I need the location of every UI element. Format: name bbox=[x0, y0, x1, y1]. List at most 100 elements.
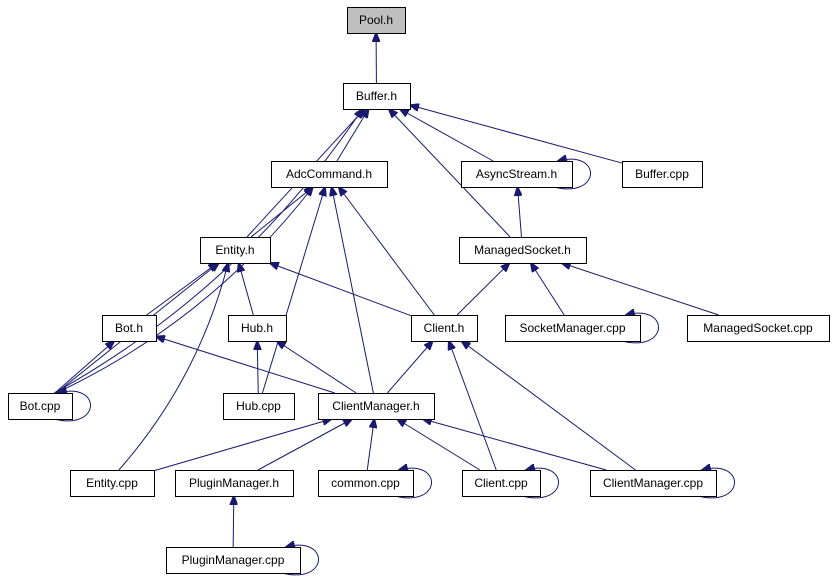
edge-managedsocket_cpp-to-managedsocket_h bbox=[562, 263, 719, 316]
node-box bbox=[461, 161, 573, 188]
node-hub-h[interactable]: Hub.h bbox=[228, 315, 287, 342]
edge-hub_cpp-to-adccommand_h bbox=[261, 187, 325, 394]
edge-clientmanager_h-to-client_h bbox=[386, 341, 432, 394]
node-box bbox=[462, 470, 541, 497]
node-label: ClientManager.h bbox=[332, 399, 419, 413]
node-box bbox=[8, 393, 73, 420]
node-label: PluginManager.cpp bbox=[182, 553, 285, 567]
node-box bbox=[411, 315, 478, 342]
node-box bbox=[70, 470, 155, 497]
node-label: AsyncStream.h bbox=[476, 167, 557, 181]
node-label: ClientManager.cpp bbox=[603, 476, 703, 490]
node-entity-h[interactable]: Entity.h bbox=[200, 237, 271, 264]
node-box bbox=[175, 470, 294, 497]
edge-clientmanager_cpp-to-clientmanager_h bbox=[423, 419, 607, 471]
edge-common_cpp-to-clientmanager_h bbox=[366, 419, 374, 471]
node-box bbox=[687, 315, 830, 342]
edge-client_cpp-to-client_cpp bbox=[521, 468, 559, 499]
edge-pluginmanager_cpp-to-pluginmanager_h bbox=[233, 496, 234, 548]
edge-client_h-to-entity_h bbox=[270, 263, 412, 317]
node-hub-cpp[interactable]: Hub.cpp bbox=[223, 393, 295, 420]
edge-bot_cpp-to-bot_cpp bbox=[53, 391, 91, 422]
node-box bbox=[228, 315, 287, 342]
node-label: Client.cpp bbox=[474, 476, 528, 490]
edge-socketmanager_cpp-to-managedsocket_h bbox=[531, 263, 565, 316]
edge-entity_cpp-to-clientmanager_h bbox=[153, 419, 331, 472]
node-box bbox=[200, 237, 271, 264]
node-bot-cpp[interactable]: Bot.cpp bbox=[8, 393, 73, 420]
edge-client_h-to-adccommand_h bbox=[339, 187, 435, 316]
node-label: Buffer.cpp bbox=[635, 167, 689, 181]
edge-pluginmanager_h-to-clientmanager_h bbox=[257, 419, 352, 471]
edge-clientmanager_cpp-to-client_h bbox=[462, 341, 636, 471]
node-label: PluginManager.h bbox=[189, 476, 279, 490]
edge-clientmanager_h-to-adccommand_h bbox=[332, 187, 374, 394]
node-label: AdcCommand.h bbox=[286, 167, 372, 181]
edge-client_cpp-to-clientmanager_h bbox=[397, 419, 481, 471]
node-box bbox=[459, 237, 587, 264]
node-label: Entity.cpp bbox=[86, 476, 138, 490]
node-label: Hub.h bbox=[241, 321, 273, 335]
node-bot-h[interactable]: Bot.h bbox=[102, 315, 157, 342]
node-buffer-cpp[interactable]: Buffer.cpp bbox=[622, 161, 703, 188]
node-box bbox=[343, 83, 411, 110]
node-box bbox=[318, 393, 435, 420]
node-adccommand-h[interactable]: AdcCommand.h bbox=[271, 161, 388, 188]
node-label: ManagedSocket.h bbox=[474, 243, 571, 257]
node-box bbox=[271, 161, 388, 188]
node-pluginmanager-h[interactable]: PluginManager.h bbox=[175, 470, 294, 497]
edge-clientmanager_h-to-bot_h bbox=[156, 337, 335, 394]
node-label: Hub.cpp bbox=[236, 399, 281, 413]
node-label: common.cpp bbox=[331, 476, 400, 490]
node-client-h[interactable]: Client.h bbox=[411, 315, 478, 342]
node-box bbox=[590, 470, 717, 497]
edge-adccommand_h-to-buffer_h bbox=[336, 109, 369, 162]
edge-pluginmanager_cpp-to-pluginmanager_cpp bbox=[281, 545, 319, 576]
edge-clientmanager_cpp-to-clientmanager_cpp bbox=[697, 468, 735, 499]
node-managedsocket-h[interactable]: ManagedSocket.h bbox=[459, 237, 587, 264]
node-box bbox=[505, 315, 641, 342]
node-box bbox=[347, 7, 406, 34]
node-managedsocket-cpp[interactable]: ManagedSocket.cpp bbox=[687, 315, 830, 342]
edge-hub_h-to-entity_h bbox=[239, 263, 254, 316]
node-label: Bot.cpp bbox=[20, 399, 61, 413]
node-label: Pool.h bbox=[359, 13, 393, 27]
edge-entity_cpp-to-entity_h bbox=[118, 263, 228, 471]
edge-clientmanager_h-to-hub_h bbox=[277, 341, 357, 394]
node-clientmanager-h[interactable]: ClientManager.h bbox=[318, 393, 435, 420]
node-clientmanager-cpp[interactable]: ClientManager.cpp bbox=[590, 470, 717, 497]
edge-bot_cpp-to-adccommand_h bbox=[55, 187, 313, 394]
edge-asyncstream_h-to-buffer_h bbox=[400, 109, 494, 162]
node-label: ManagedSocket.cpp bbox=[703, 321, 813, 335]
node-client-cpp[interactable]: Client.cpp bbox=[462, 470, 541, 497]
edge-common_cpp-to-common_cpp bbox=[394, 468, 432, 499]
node-label: SocketManager.cpp bbox=[519, 321, 625, 335]
node-box bbox=[223, 393, 295, 420]
edge-client_h-to-managedsocket_h bbox=[456, 263, 509, 316]
node-common-cpp[interactable]: common.cpp bbox=[318, 470, 414, 497]
edge-hub_cpp-to-hub_h bbox=[257, 341, 258, 394]
node-socketmanager-cpp[interactable]: SocketManager.cpp bbox=[505, 315, 641, 342]
node-pool-h[interactable]: Pool.h bbox=[347, 7, 406, 34]
node-box bbox=[622, 161, 703, 188]
edge-entity_h-to-adccommand_h bbox=[250, 187, 313, 238]
node-label: Buffer.h bbox=[356, 89, 397, 103]
edge-socketmanager_cpp-to-socketmanager_cpp bbox=[621, 313, 659, 344]
node-asyncstream-h[interactable]: AsyncStream.h bbox=[461, 161, 573, 188]
node-box bbox=[102, 315, 157, 342]
node-box bbox=[318, 470, 414, 497]
node-label: Client.h bbox=[424, 321, 465, 335]
edge-asyncstream_h-to-asyncstream_h bbox=[553, 159, 591, 190]
edge-client_cpp-to-client_h bbox=[449, 341, 497, 471]
node-label: Bot.h bbox=[115, 321, 143, 335]
node-buffer-h[interactable]: Buffer.h bbox=[343, 83, 411, 110]
edge-managedsocket_h-to-buffer_h bbox=[389, 109, 511, 238]
node-entity-cpp[interactable]: Entity.cpp bbox=[70, 470, 155, 497]
edge-buffer_cpp-to-buffer_h bbox=[410, 105, 623, 164]
node-label: Entity.h bbox=[215, 243, 254, 257]
node-box bbox=[166, 547, 301, 574]
node-pluginmanager-cpp[interactable]: PluginManager.cpp bbox=[166, 547, 301, 574]
edge-managedsocket_h-to-asyncstream_h bbox=[518, 187, 522, 238]
